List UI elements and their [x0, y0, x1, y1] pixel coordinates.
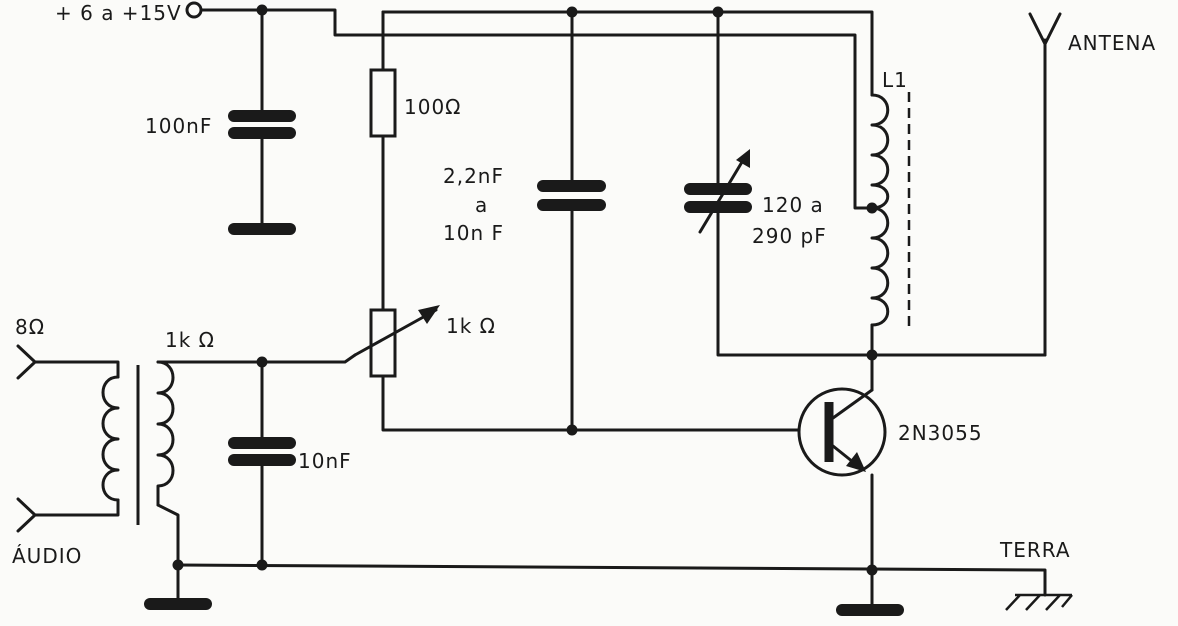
capacitor-fixed-icon: [537, 180, 606, 211]
transformer-icon: [101, 360, 175, 525]
label-c-fixed-3: 10n F: [443, 221, 504, 245]
label-imp-8: 8Ω: [15, 315, 45, 339]
wire-ground-bus: [176, 563, 1047, 597]
capacitor-10nf-icon: [228, 437, 296, 466]
wire-primary-leads: [33, 360, 120, 517]
wires: [33, 8, 1047, 610]
label-pot: 1k Ω: [446, 314, 496, 338]
label-supply: + 6 a +15V: [55, 1, 182, 25]
wire-var-cap-column: [716, 10, 1047, 357]
wire-supply-top: [199, 8, 874, 210]
input-arrow-bottom-icon: [16, 497, 37, 533]
junctions: [172, 4, 878, 576]
capacitor-100nf-icon: [228, 110, 296, 139]
label-c-audio: 10nF: [298, 449, 352, 473]
supply-terminal-icon: [185, 1, 203, 19]
label-c-fixed-1: 2,2nF: [443, 164, 504, 188]
potentiometer-icon: [353, 305, 440, 378]
variable-capacitor-icon: [684, 149, 752, 234]
resistor-100-icon: [369, 68, 397, 138]
label-c-fixed-2: a: [475, 193, 488, 217]
label-c-bypass: 100nF: [145, 114, 212, 138]
wire-secondary-lower: [156, 503, 180, 602]
label-antenna: ANTENA: [1068, 31, 1156, 55]
coil-l1-icon: [870, 92, 911, 328]
label-c-var-1: 120 a: [762, 193, 824, 217]
transistor-icon: [797, 387, 887, 477]
label-ground: TERRA: [999, 538, 1071, 562]
label-c-var-2: 290 pF: [752, 224, 827, 248]
wire-audio-pot: [156, 353, 357, 364]
label-transistor: 2N3055: [898, 421, 983, 445]
earth-ground-icon: [1005, 593, 1073, 611]
label-coil: L1: [882, 68, 908, 92]
label-audio-in: ÁUDIO: [12, 544, 82, 568]
label-r-series: 100Ω: [404, 95, 461, 119]
label-imp-1k: 1k Ω: [165, 328, 215, 352]
antenna-icon: [1028, 12, 1062, 46]
wire-rail-top: [381, 10, 874, 97]
input-arrow-top-icon: [16, 344, 37, 380]
wire-resistor-column: [381, 10, 827, 432]
